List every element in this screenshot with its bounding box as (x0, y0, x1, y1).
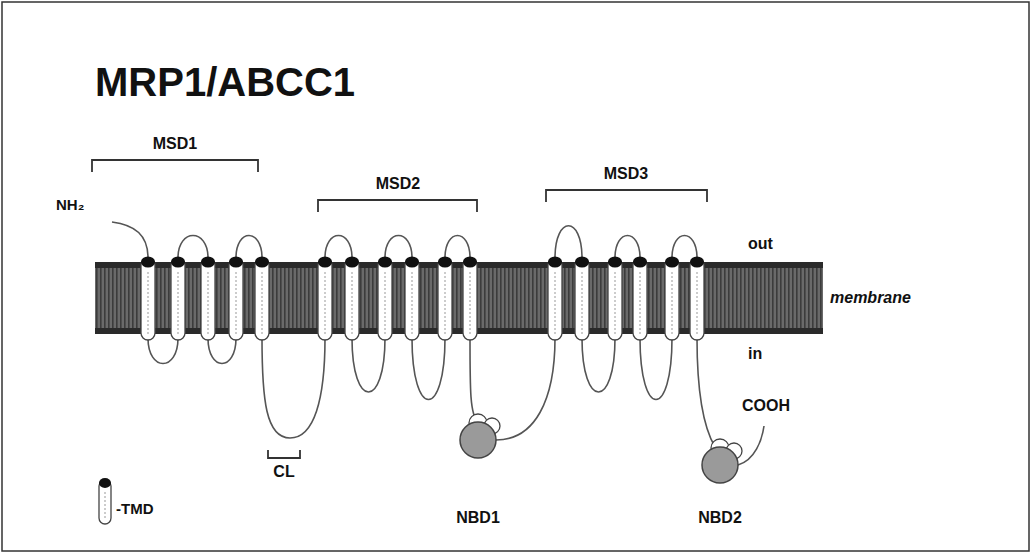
helix-stripe (262, 272, 263, 334)
helix-cap (141, 257, 155, 268)
helix-body (548, 258, 562, 340)
helix-cap (438, 257, 452, 268)
helix-stripe (236, 272, 237, 334)
helix-cap (575, 257, 589, 268)
diagram-title: MRP1/ABCC1 (95, 58, 355, 106)
helix-stripe (470, 272, 471, 334)
helix-body (229, 258, 243, 340)
helix-stripe (208, 272, 209, 334)
side-label: in (748, 344, 762, 363)
helix-stripe (148, 272, 149, 334)
helix-cap (378, 257, 392, 268)
helix-stripe (178, 272, 179, 334)
helix-body (463, 258, 477, 340)
helix-body (141, 258, 155, 340)
domain-brackets (92, 160, 707, 458)
helix-body (255, 258, 269, 340)
side-label: out (748, 234, 773, 253)
polypeptide-chain (112, 222, 764, 465)
helix-cap (463, 257, 477, 268)
helix-body (608, 258, 622, 340)
helix-cap (633, 257, 647, 268)
helix-body (438, 258, 452, 340)
helix-stripe (697, 272, 698, 334)
helix-cap (608, 257, 622, 268)
helix-body (171, 258, 185, 340)
legend-text: -TMD (116, 500, 154, 518)
helix-stripe (582, 272, 583, 334)
tmd-symbol (99, 478, 111, 524)
domain-label: MSD2 (376, 174, 420, 193)
membrane-label: membrane (830, 288, 911, 307)
helix-body (318, 258, 332, 340)
domain-label: MSD3 (604, 164, 648, 183)
helix-body (378, 258, 392, 340)
helix-cap (201, 257, 215, 268)
helix-body (690, 258, 704, 340)
terminus-label: COOH (742, 396, 790, 415)
helix-cap (255, 257, 269, 268)
helices (141, 257, 704, 341)
helix-stripe (385, 272, 386, 334)
loop-label: CL (273, 462, 294, 481)
helix-body (633, 258, 647, 340)
helix-body (575, 258, 589, 340)
helix-stripe (325, 272, 326, 334)
helix-cap (665, 257, 679, 268)
helix-stripe (445, 272, 446, 334)
helix-cap (345, 257, 359, 268)
helix-cap (690, 257, 704, 268)
terminus-label: NH₂ (56, 196, 84, 214)
helix-body (345, 258, 359, 340)
helix-cap (405, 257, 419, 268)
helix-stripe (615, 272, 616, 334)
helix-cap (318, 257, 332, 268)
nbd-domain (460, 414, 500, 458)
domain-label: NBD1 (456, 508, 500, 527)
helix-body (665, 258, 679, 340)
helix-cap (171, 257, 185, 268)
helix-body (201, 258, 215, 340)
nbd-domain (702, 439, 742, 483)
helix-cap (229, 257, 243, 268)
domain-label: NBD2 (698, 508, 742, 527)
helix-stripe (412, 272, 413, 334)
helix-cap (548, 257, 562, 268)
domain-label: MSD1 (153, 134, 197, 153)
helix-stripe (672, 272, 673, 334)
helix-body (405, 258, 419, 340)
helix-stripe (352, 272, 353, 334)
helix-stripe (640, 272, 641, 334)
helix-stripe (555, 272, 556, 334)
